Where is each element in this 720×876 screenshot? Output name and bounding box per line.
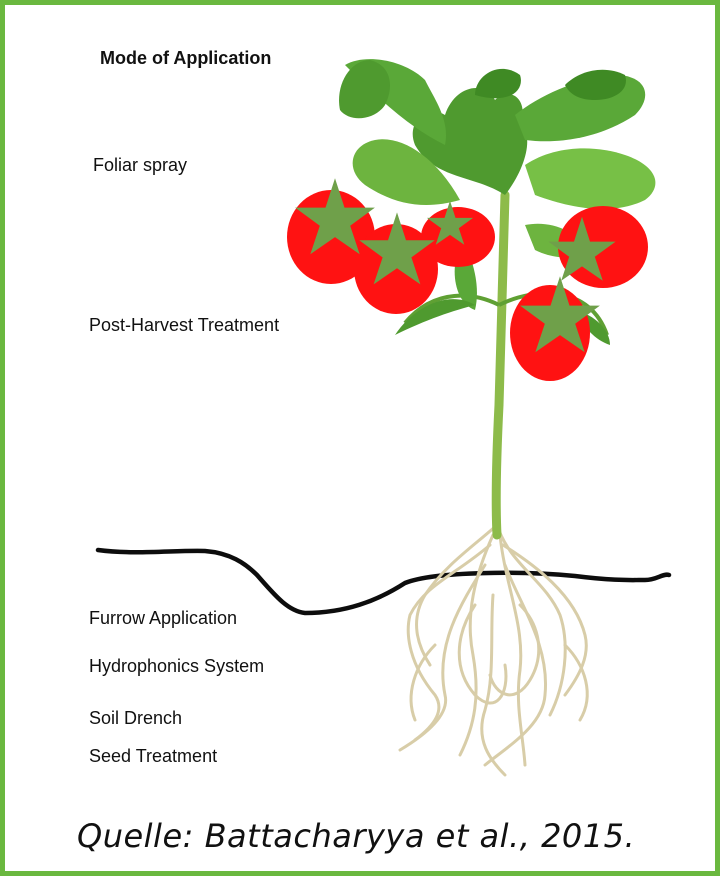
label-hydrophonics-system: Hydrophonics System [89, 656, 264, 677]
label-furrow-application: Furrow Application [89, 608, 237, 629]
label-seed-treatment: Seed Treatment [89, 746, 217, 767]
soil-line [98, 550, 669, 613]
label-foliar-spray: Foliar spray [93, 155, 187, 176]
diagram-heading: Mode of Application [100, 48, 271, 69]
label-post-harvest: Post-Harvest Treatment [89, 315, 279, 336]
roots [400, 525, 587, 775]
stem [496, 195, 505, 535]
source-caption: Quelle: Battacharyya et al., 2015. [77, 817, 635, 855]
label-soil-drench: Soil Drench [89, 708, 182, 729]
